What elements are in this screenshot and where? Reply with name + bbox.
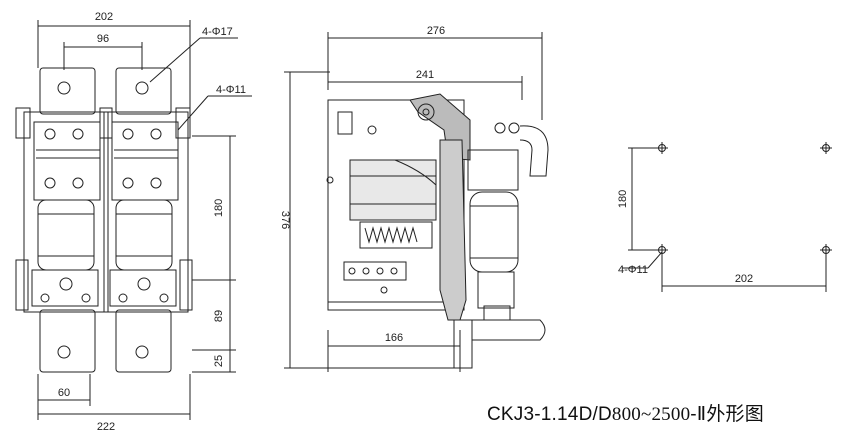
vacuum-interrupter <box>467 149 519 321</box>
caption-model: CKJ3-1.14D/D <box>487 404 612 425</box>
side-view <box>284 32 549 372</box>
mount-hole <box>656 244 668 256</box>
dim-front-height-mid: 180 <box>213 199 225 217</box>
dim-mount-horizontal: 202 <box>735 273 753 285</box>
pole-left <box>15 67 113 373</box>
dim-front-hole-large: 4-Φ17 <box>202 26 233 38</box>
dim-side-overall-height: 376 <box>279 211 291 229</box>
dim-front-base-overall: 222 <box>97 421 115 433</box>
caption-range: 800~2500 <box>611 404 691 425</box>
dim-side-frame-width: 241 <box>416 69 434 81</box>
caption-suffix: -Ⅱ外形图 <box>690 404 764 425</box>
mount-hole <box>820 244 832 256</box>
dim-front-pole-pitch: 96 <box>97 33 109 45</box>
mount-hole <box>656 142 668 154</box>
dim-side-base-width: 166 <box>385 332 403 344</box>
drawing-caption: CKJ3-1.14D/D800~2500-Ⅱ外形图 <box>487 399 764 426</box>
dim-side-overall-width: 276 <box>427 25 445 37</box>
front-view <box>15 20 252 420</box>
dim-front-overall-width: 202 <box>95 11 113 23</box>
dim-front-base-inner: 60 <box>58 387 70 399</box>
dim-front-hole-small: 4-Φ11 <box>216 84 246 96</box>
dim-mount-holes: 4-Φ11 <box>618 264 648 276</box>
dim-mount-vertical: 180 <box>617 190 629 208</box>
pole-right <box>103 67 193 373</box>
dim-front-height-bottom: 25 <box>213 355 225 367</box>
coil <box>349 159 437 249</box>
dim-front-height-low: 89 <box>213 310 225 322</box>
mounting-plan <box>622 142 832 292</box>
mount-hole <box>820 142 832 154</box>
